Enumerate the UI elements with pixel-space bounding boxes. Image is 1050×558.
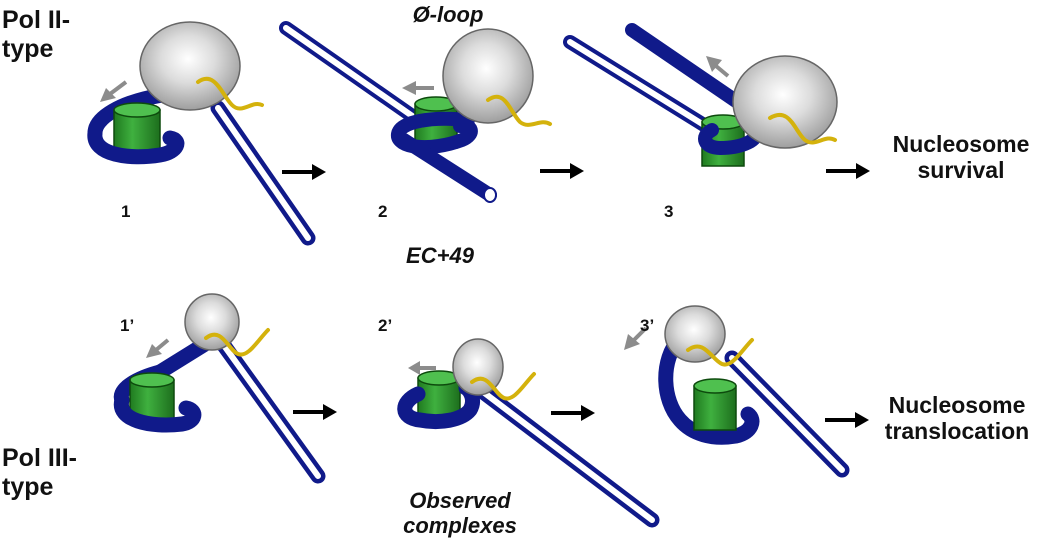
rna-transcript (470, 372, 536, 401)
row-label-pol2-line2: type (2, 34, 54, 63)
dna-downstream (397, 133, 497, 202)
panel-1-prime (113, 293, 326, 484)
direction-arrow (146, 338, 170, 358)
outcome-survival-line1: Nucleosome (892, 131, 1030, 157)
phi-loop-label: Ø-loop (412, 2, 484, 27)
dna-wrap-front (87, 125, 185, 165)
step-label-1-prime: 1’ (120, 316, 135, 335)
dna-upstream-strand-inner (283, 25, 421, 123)
flow-arrow-2p-3p (551, 405, 595, 421)
rna-transcript (686, 338, 754, 367)
ec49-label: EC+49 (406, 243, 474, 268)
histone (113, 102, 161, 153)
flow-arrow-3p-outcome (825, 412, 869, 428)
outcome-translocation-line2: translocation (884, 418, 1030, 445)
polymerase (452, 338, 504, 396)
panel-2-prime (397, 338, 660, 528)
observed-complexes-label: Observed complexes (380, 488, 540, 539)
panel-3 (563, 23, 838, 167)
dna-end (483, 187, 497, 203)
flow-arrow-3-outcome (826, 163, 870, 179)
outcome-translocation: Nucleosome translocation (864, 392, 1050, 445)
dna-wrap-front (113, 392, 202, 433)
step-label-1: 1 (121, 202, 131, 221)
dna-downstream-inner (729, 355, 845, 473)
rna-transcript (486, 94, 552, 127)
polymerase (442, 28, 534, 124)
flow-arrow-1-2 (282, 164, 326, 180)
flow-arrow-2-3 (540, 163, 584, 179)
direction-arrow (402, 81, 434, 95)
row-label-pol3-line2: type (2, 472, 54, 501)
outcome-survival-line2: survival (917, 157, 1005, 184)
dna-wrap (397, 380, 480, 430)
step-label-2-prime: 2’ (378, 316, 393, 335)
polymerase (732, 55, 838, 149)
row-label-pol2: Pol II- type (2, 6, 70, 64)
direction-arrow (624, 326, 648, 350)
direction-arrow (408, 361, 436, 375)
dna-upstream-strand-inner (567, 39, 715, 133)
panel-1 (87, 21, 316, 246)
histone (693, 378, 737, 431)
rna-transcript (204, 328, 270, 357)
row-label-pol3-line1: Pol III- (2, 444, 77, 472)
polymerase (664, 305, 726, 363)
observed-line2: complexes (403, 513, 517, 539)
row-label-pol2-line1: Pol II- (2, 6, 71, 34)
observed-line1: Observed (409, 488, 511, 513)
rna-transcript (768, 113, 837, 145)
row-label-pol3: Pol III- type (2, 444, 77, 502)
polymerase (139, 21, 241, 111)
dna-downstream (625, 23, 759, 119)
dna-downstream-inner (215, 105, 311, 241)
direction-arrow (706, 56, 730, 78)
panel-2 (279, 21, 552, 203)
dna-downstream-inner (467, 379, 655, 523)
dna-downstream-inner (217, 337, 321, 479)
rna-transcript (196, 77, 264, 111)
flow-arrow-1p-2p (293, 404, 337, 420)
step-label-3: 3 (664, 202, 674, 221)
step-label-3-prime: 3’ (640, 316, 655, 335)
direction-arrow (100, 80, 128, 102)
polymerase (184, 293, 240, 351)
step-label-2: 2 (378, 202, 388, 221)
dna-upstream-loop (658, 330, 760, 445)
outcome-translocation-line1: Nucleosome (888, 392, 1026, 418)
outcome-survival: Nucleosome survival (872, 131, 1050, 184)
panel-3-prime (624, 305, 850, 478)
